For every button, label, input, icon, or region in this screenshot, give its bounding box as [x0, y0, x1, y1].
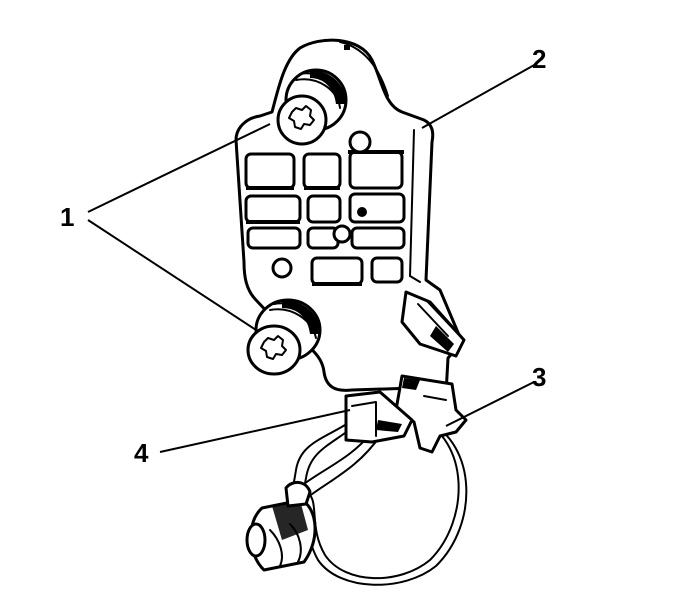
side-connector — [400, 290, 466, 358]
callout-1: 1 — [60, 202, 74, 232]
callout-labels: 1 2 3 4 — [60, 44, 546, 468]
wiring-harness — [284, 417, 468, 586]
leader-1-upper — [87, 123, 271, 213]
harness-retainer — [344, 390, 414, 444]
leader-4 — [159, 409, 351, 453]
leader-3 — [445, 381, 535, 427]
leader-1-lower — [87, 219, 257, 331]
lower-bolt — [246, 298, 322, 376]
callout-4: 4 — [134, 438, 149, 468]
connector-plug — [245, 481, 317, 572]
leader-2 — [421, 63, 537, 129]
callout-3: 3 — [532, 362, 546, 392]
upper-bolt — [276, 68, 348, 146]
callout-2: 2 — [532, 44, 546, 74]
body-cavities — [244, 130, 406, 286]
leader-lines — [87, 63, 537, 453]
